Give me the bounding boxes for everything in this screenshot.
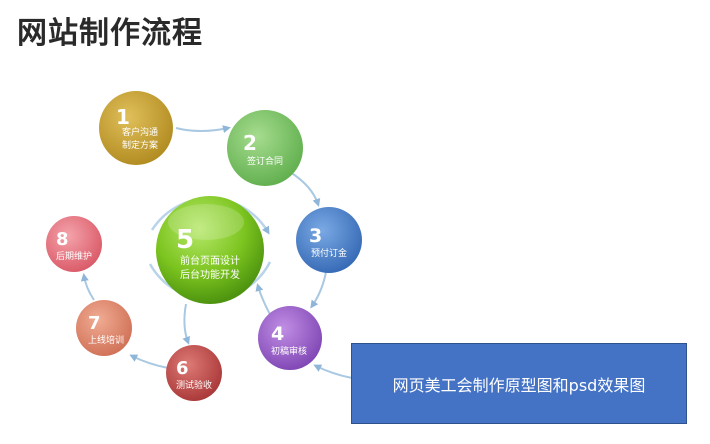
step-8-label-line1: 后期维护	[56, 250, 92, 262]
step-2-number: 2	[243, 131, 257, 155]
step-2-label-line1: 签订合同	[247, 155, 283, 167]
step-6-number: 6	[176, 358, 189, 379]
arrow-callout-to-4	[313, 364, 353, 379]
callout-box: 网页美工会制作原型图和psd效果图	[351, 343, 687, 424]
step-3-circle	[296, 207, 362, 273]
step-1: 1 客户沟通 制定方案	[99, 91, 173, 165]
arrow-5-to-6	[182, 303, 190, 345]
arrow-3-to-4	[310, 271, 327, 309]
page-title: 网站制作流程	[17, 16, 203, 51]
step-1-label-line2: 制定方案	[122, 139, 158, 151]
step-5-circle	[156, 196, 264, 304]
step-4: 4 初稿审核	[258, 306, 322, 370]
step-3-label-line1: 预付订金	[311, 247, 347, 259]
step-5: 5 前台页面设计 后台功能开发	[156, 196, 264, 304]
step-1-label-line1: 客户沟通	[122, 126, 158, 138]
step-8-number: 8	[56, 229, 69, 250]
arrow-2-to-3	[289, 171, 321, 207]
step-1-circle	[99, 91, 173, 165]
step-6-label-line1: 测试验收	[176, 379, 212, 391]
step-3-number: 3	[309, 225, 322, 247]
step-7-number: 7	[88, 313, 101, 334]
step-7: 7 上线培训	[76, 300, 132, 356]
step-8: 8 后期维护	[46, 216, 102, 272]
step-7-label-line1: 上线培训	[88, 334, 124, 346]
arrow-1-to-2	[175, 125, 231, 133]
step-6-circle	[166, 345, 222, 401]
step-4-circle	[258, 306, 322, 370]
step-5-label-line1: 前台页面设计	[180, 254, 240, 267]
step-6: 6 测试验收	[166, 345, 222, 401]
step-2-circle	[227, 110, 303, 186]
arrow-7-to-8	[80, 273, 95, 301]
step-4-label-line1: 初稿审核	[271, 345, 307, 357]
arrow-6-to-7	[129, 354, 169, 369]
step-7-circle	[76, 300, 132, 356]
step-2: 2 签订合同	[227, 110, 303, 186]
step-8-circle	[46, 216, 102, 272]
step-1-number: 1	[116, 105, 130, 129]
step-5-label-line2: 后台功能开发	[180, 268, 240, 281]
step-4-number: 4	[271, 323, 284, 345]
step-5-number: 5	[176, 225, 194, 255]
step-3: 3 预付订金	[296, 207, 362, 273]
